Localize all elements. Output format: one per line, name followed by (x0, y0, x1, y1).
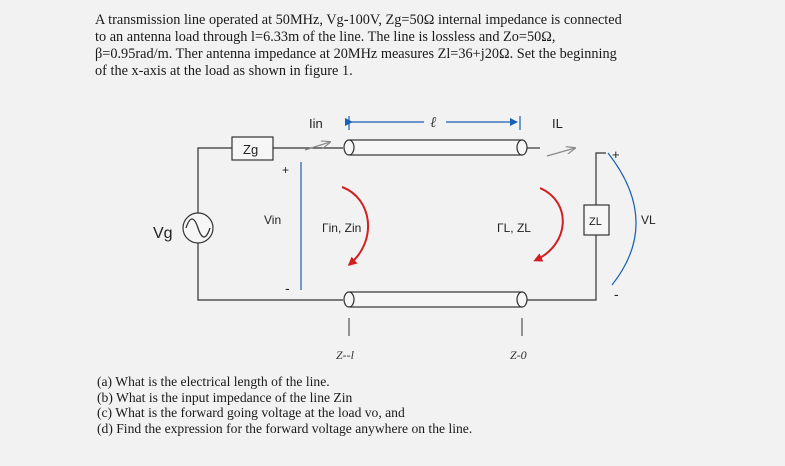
length-indicator (345, 116, 521, 130)
vin-label: Vin (264, 213, 281, 227)
zl-label: ZL (589, 216, 602, 228)
questions-list: (a) What is the electrical length of the… (97, 374, 697, 436)
zg-box (231, 136, 274, 161)
input-minus-sign: - (285, 280, 290, 296)
iin-arrow (304, 142, 330, 151)
il-arrow (546, 148, 575, 157)
il-label: IL (552, 116, 563, 131)
gamma-l-label: ΓL, ZL (497, 221, 531, 235)
zl-box (583, 204, 610, 236)
z-load-label: Z-0 (510, 348, 527, 362)
question-item: (a) What is the electrical length of the… (97, 374, 330, 389)
bottom-coax-line (343, 291, 528, 308)
question-item: (b) What is the input impedance of the l… (97, 389, 353, 405)
gamma-l-arc (533, 187, 564, 262)
length-label: ℓ (430, 115, 436, 131)
vl-arc (607, 152, 637, 286)
question-item: (c) What is the forward going voltage at… (97, 405, 405, 421)
top-coax-line (343, 139, 528, 156)
load-wiring (527, 152, 606, 301)
gamma-in-arc (341, 186, 370, 266)
problem-line: to an antenna load through l=6.33m of th… (95, 29, 556, 45)
question-item: (d) Find the expression for the forward … (97, 420, 473, 436)
load-minus-sign: - (614, 286, 619, 302)
problem-statement: A transmission line operated at 50MHz, V… (95, 12, 735, 80)
sine-wave-icon (185, 218, 211, 238)
load-plus-sign: + (612, 147, 620, 162)
gamma-in-label: Γin, Zin (322, 221, 361, 235)
iin-label: Iin (309, 116, 323, 131)
problem-line: of the x-axis at the load as shown in fi… (95, 63, 353, 79)
z-start-label: Z--l (336, 348, 355, 362)
problem-line: A transmission line operated at 50MHz, V… (95, 12, 622, 28)
problem-line: β=0.95rad/m. Ther antenna impedance at 2… (95, 46, 617, 62)
vg-label: Vg (153, 225, 173, 242)
input-plus-sign: + (282, 163, 289, 177)
vl-label: VL (641, 213, 656, 227)
zg-label: Zg (243, 142, 258, 157)
